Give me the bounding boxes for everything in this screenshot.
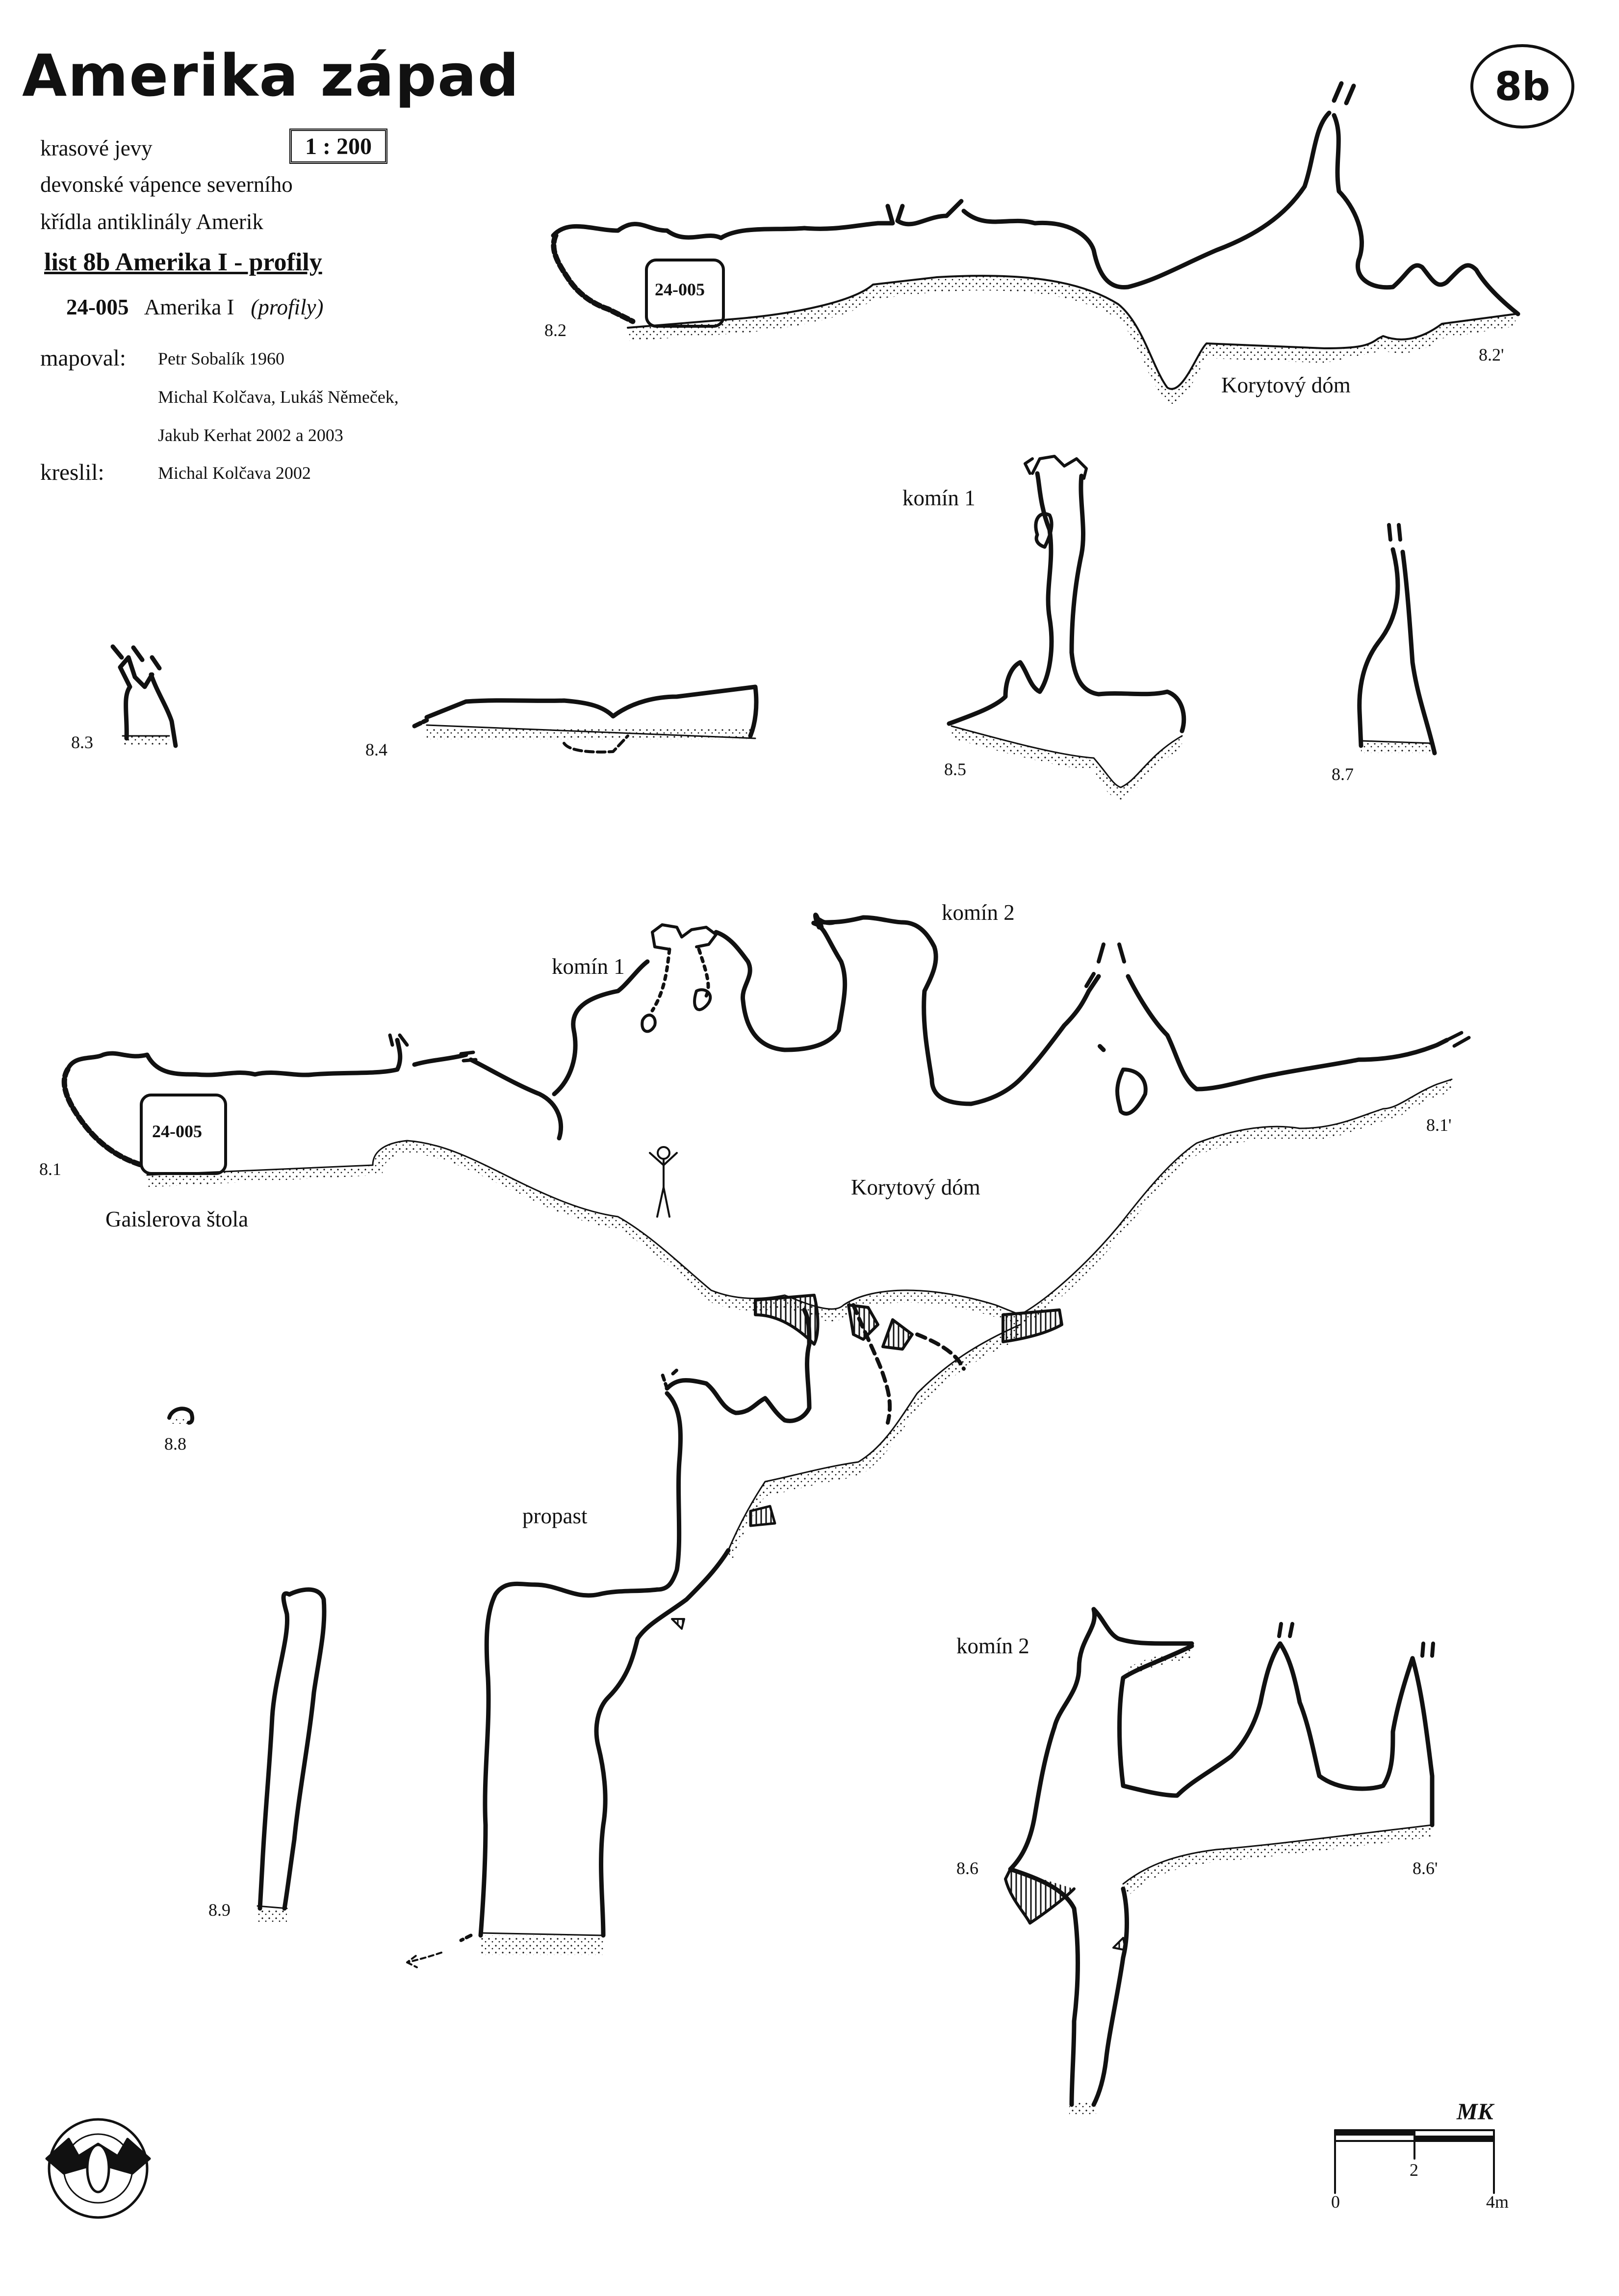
description-line-3: křídla antiklinály Amerik — [40, 209, 263, 234]
profile-8-3 — [110, 644, 178, 748]
label-8-6-end: 8.6' — [1413, 1858, 1438, 1878]
sheet-title: list 8b Amerika I - profily — [44, 248, 322, 276]
scale-box: 1 : 200 — [289, 129, 387, 164]
mapped-by-2: Michal Kolčava, Lukáš Němeček, — [158, 387, 399, 407]
mapped-by-1: Petr Sobalík 1960 — [158, 349, 284, 368]
label-8-5: 8.5 — [944, 759, 966, 779]
shaft-walls — [478, 1303, 966, 1938]
label-propast: propast — [522, 1504, 588, 1528]
scale-tick-4m: 4m — [1486, 2192, 1509, 2212]
scale-tick-0: 0 — [1331, 2192, 1340, 2212]
profile-8-6 — [1004, 1607, 1435, 2114]
map-title: Amerika západ — [22, 42, 520, 109]
cave-line: 24-005 Amerika I (profily) — [66, 294, 324, 320]
description-line-2: devonské vápence severního — [40, 172, 293, 197]
label-8-2-end: 8.2' — [1479, 345, 1504, 365]
label-korytovy-dom-1: Korytový dóm — [1221, 373, 1351, 397]
mapped-label: mapoval: — [40, 345, 126, 371]
description-line-1: krasové jevy — [40, 136, 153, 160]
sheet-badge: 8b — [1470, 44, 1574, 129]
profile-8-2 — [551, 81, 1520, 328]
profile-8-8 — [167, 1407, 195, 1425]
cave-id: 24-005 — [66, 295, 129, 319]
signature-mk: MK — [1456, 2099, 1495, 2125]
drawn-by: Michal Kolčava 2002 — [158, 463, 311, 483]
entrance-8-2: 24-005 — [655, 280, 705, 299]
label-komin-1-upper: komín 1 — [902, 486, 976, 510]
label-komin-2-upper: komín 2 — [942, 900, 1015, 925]
label-gaislerova-stola: Gaislerova štola — [105, 1207, 248, 1231]
drawn-label: kreslil: — [40, 460, 104, 485]
label-8-4: 8.4 — [365, 740, 387, 759]
entrance-8-1: 24-005 — [152, 1122, 202, 1141]
label-komin-2-lower: komín 2 — [956, 1634, 1029, 1658]
label-8-1-end: 8.1' — [1426, 1115, 1452, 1135]
profile-8-1 — [61, 913, 1471, 1175]
profile-8-7 — [1357, 523, 1437, 756]
label-8-3: 8.3 — [71, 732, 93, 752]
profile-8-5 — [947, 455, 1186, 800]
label-komin-1-lower: komín 1 — [552, 954, 625, 979]
label-8-7: 8.7 — [1332, 764, 1354, 784]
label-8-9: 8.9 — [208, 1900, 231, 1920]
cave-name: Amerika I — [144, 295, 234, 319]
label-8-6: 8.6 — [956, 1858, 978, 1878]
person-figure-icon — [649, 1146, 678, 1218]
cave-subtitle: (profily) — [251, 295, 324, 319]
floor-8-1 — [146, 1078, 1453, 1316]
scale-tick-2: 2 — [1410, 2160, 1418, 2180]
label-korytovy-dom-2: Korytový dóm — [851, 1175, 980, 1200]
label-8-1: 8.1 — [39, 1159, 61, 1179]
mapped-by-3: Jakub Kerhat 2002 a 2003 — [158, 425, 343, 445]
scale-bar — [1334, 2129, 1495, 2194]
label-8-8: 8.8 — [164, 1434, 186, 1454]
geospeleos-logo-icon — [45, 2118, 151, 2219]
profile-8-4 — [412, 684, 759, 754]
profile-8-9 — [257, 1587, 327, 1923]
label-8-2: 8.2 — [544, 320, 566, 340]
